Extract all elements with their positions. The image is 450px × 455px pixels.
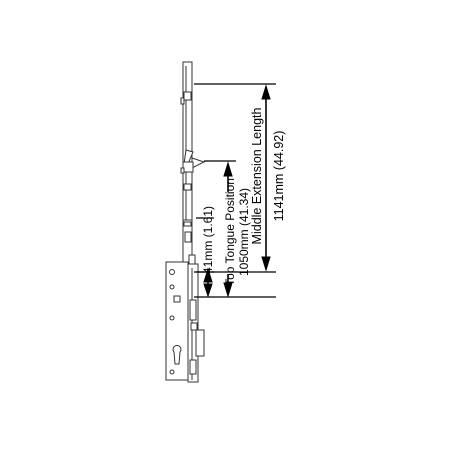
top-tongue-value-text: 1050mm (41.34) (237, 187, 251, 277)
upper-bar-body (182, 61, 193, 235)
gap-dimension-value-text: 41mm (1.61) (201, 205, 215, 275)
ext-arrow-top (261, 84, 271, 100)
lower-latch-slot (189, 359, 197, 375)
middle-extension-value-text: 1141mm (44.92) (272, 130, 286, 222)
gap-arrow-bottom (203, 283, 213, 298)
tongue-arrow-bottom (223, 282, 233, 298)
hook-base (182, 161, 194, 173)
lower-bar-cap (183, 221, 192, 227)
top-tongue-value: 1050mm (41.34) (237, 188, 251, 276)
deadbolt (195, 329, 205, 357)
gap-dimension (196, 217, 214, 298)
middle-extension-value: 1141mm (44.92) (272, 131, 286, 222)
case-screw-top (169, 269, 175, 275)
hook-tongue (191, 157, 206, 169)
lower-bar-slot (184, 231, 192, 243)
middle-extension-label-text: Middle Extension Length (250, 107, 264, 245)
latch-opening (189, 299, 197, 321)
tongue-arrow-top (223, 161, 233, 177)
case-rivet-1 (169, 284, 175, 290)
hook-side-stud (180, 167, 185, 174)
lock-case (165, 261, 205, 383)
middle-extension-dimension (194, 83, 276, 273)
upper-bar-lower-slot (183, 183, 192, 191)
case-screw-bottom (169, 369, 175, 375)
middle-extension-label: Middle Extension Length (250, 108, 264, 245)
euro-cylinder-cutout (172, 344, 182, 365)
gap-dimension-label: 41mm (1.61) (201, 206, 215, 274)
top-tongue-dimension (194, 160, 276, 298)
case-rivet-3 (169, 315, 175, 321)
upper-bar-top-slot (183, 91, 192, 101)
top-tongue-label: Top Tongue Position (223, 178, 237, 286)
deadbolt-top (190, 322, 198, 331)
ext-arrow-bottom (261, 256, 271, 272)
top-tongue-label-text: Top Tongue Position (223, 178, 237, 286)
spindle-square (173, 295, 181, 303)
upper-bar-side-stud (180, 97, 185, 105)
upper-extension-bar (180, 61, 206, 235)
gap-arrow-top (203, 267, 213, 283)
